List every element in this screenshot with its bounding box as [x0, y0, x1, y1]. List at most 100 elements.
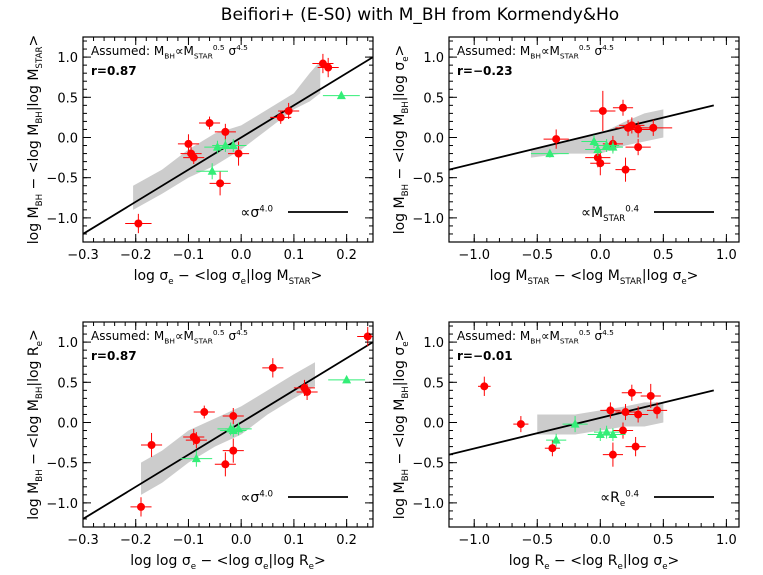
data-point-triangle — [234, 423, 244, 433]
annotation-assumed: Assumed: MBH∝MSTAR0.5 σ4.5 — [91, 328, 248, 345]
data-point-circle — [276, 113, 285, 122]
data-point-triangle — [595, 429, 605, 439]
data-point-circle — [619, 103, 627, 112]
data-point-circle — [268, 363, 277, 372]
data-point-circle — [200, 408, 209, 417]
x-tick-label: 0.0 — [590, 248, 611, 263]
y-tick-label: 0.0 — [57, 416, 78, 431]
data-point-triangle — [342, 374, 352, 384]
data-point-circle — [234, 149, 243, 158]
x-tick-label: −0.1 — [173, 533, 205, 548]
x-tick-label: 0.1 — [284, 533, 305, 548]
slope-label: ∝Re0.4 — [600, 489, 639, 509]
data-point-circle — [303, 387, 312, 396]
data-point-circle — [598, 106, 607, 115]
x-tick-label: 0.0 — [590, 533, 611, 548]
y-tick-label: 0.5 — [423, 91, 444, 106]
data-point-circle — [608, 450, 617, 459]
data-point-circle — [216, 179, 225, 188]
data-point-circle — [192, 436, 201, 445]
data-point-circle — [621, 408, 630, 417]
axes-frame — [448, 321, 740, 528]
y-tick-label: −1.0 — [46, 497, 78, 512]
y-axis-label: log MBH − <log MBH|log MSTAR> — [26, 35, 45, 245]
y-tick-label: 1.0 — [423, 51, 444, 66]
data-point-circle — [634, 410, 643, 419]
y-tick-label: 0.5 — [423, 376, 444, 391]
data-point-circle — [653, 406, 662, 415]
slope-label: ∝MSTAR0.4 — [581, 204, 639, 224]
data-point-circle — [596, 159, 605, 168]
data-point-triangle — [551, 435, 561, 444]
y-tick-label: −1.0 — [412, 212, 444, 227]
y-tick-label: 0.5 — [57, 376, 78, 391]
annotation-r: r=0.87 — [91, 64, 137, 78]
x-tick-label: 0.0 — [231, 248, 252, 263]
data-point-triangle — [602, 427, 612, 436]
data-point-circle — [627, 121, 636, 130]
x-tick-label: −1.0 — [458, 248, 490, 263]
y-tick-label: 0.0 — [57, 131, 78, 146]
data-point-circle — [634, 125, 643, 134]
annotation-assumed: Assumed: MBH∝MSTAR0.5 σ4.5 — [457, 43, 614, 60]
data-point-circle — [324, 63, 333, 72]
annotation-assumed: Assumed: MBH∝MSTAR0.5 σ4.5 — [91, 43, 248, 60]
x-tick-label: −0.2 — [120, 248, 152, 263]
axes-frame — [448, 36, 740, 243]
y-tick-label: −1.0 — [412, 497, 444, 512]
data-point-circle — [184, 139, 193, 148]
data-point-circle — [229, 412, 238, 421]
slope-label: ∝σ4.0 — [240, 489, 273, 506]
y-tick-label: −0.5 — [412, 172, 444, 187]
data-point-circle — [548, 444, 557, 453]
x-tick-label: −0.5 — [521, 248, 553, 263]
annotation-r: r=0.87 — [91, 349, 137, 363]
y-tick-label: −0.5 — [46, 457, 78, 472]
annotation-r: r=−0.01 — [457, 349, 513, 363]
data-point-circle — [134, 219, 143, 228]
y-axis-label: log MBH − <log MBH|log σe> — [392, 45, 411, 235]
y-tick-label: −1.0 — [46, 212, 78, 227]
x-tick-label: −0.3 — [67, 533, 99, 548]
data-point-circle — [205, 119, 214, 128]
y-tick-label: −0.5 — [46, 172, 78, 187]
x-tick-label: 0.0 — [231, 533, 252, 548]
axes-frame — [82, 36, 374, 243]
data-point-circle — [221, 460, 230, 469]
data-point-circle — [634, 143, 643, 152]
figure-title: Beifiori+ (E-S0) with M_BH from Kormendy… — [221, 5, 619, 25]
y-tick-label: 1.0 — [423, 336, 444, 351]
fit-line — [449, 104, 714, 171]
data-point-triangle — [212, 142, 222, 151]
plot-area — [449, 90, 714, 182]
data-point-triangle — [545, 148, 555, 158]
fit-line — [449, 389, 714, 456]
data-point-circle — [480, 382, 489, 391]
data-point-circle — [516, 420, 525, 429]
x-tick-label: 0.2 — [336, 248, 357, 263]
annotation-assumed: Assumed: MBH∝MSTAR0.5 σ4.5 — [457, 328, 614, 345]
x-axis-label: log log σe − <log σe|log Re> — [130, 553, 326, 572]
x-tick-label: −0.5 — [521, 533, 553, 548]
data-point-triangle — [608, 142, 618, 151]
data-point-triangle — [336, 90, 346, 100]
data-point-triangle — [593, 144, 603, 154]
plot-area — [83, 53, 373, 235]
data-point-circle — [552, 135, 561, 144]
data-point-circle — [627, 388, 636, 397]
scatter-band — [530, 109, 664, 158]
x-axis-label: log MSTAR − <log MSTAR|log σe> — [490, 268, 699, 287]
y-tick-label: −0.5 — [412, 457, 444, 472]
y-tick-label: 0.0 — [423, 416, 444, 431]
data-point-circle — [284, 106, 293, 115]
x-tick-label: 0.1 — [284, 248, 305, 263]
plot-area — [83, 326, 373, 520]
x-axis-label: log σe − <log σe|log MSTAR> — [134, 268, 323, 287]
data-point-triangle — [608, 429, 618, 439]
plot-area — [449, 376, 714, 467]
x-tick-label: −0.3 — [67, 248, 99, 263]
x-tick-label: 0.5 — [653, 533, 674, 548]
